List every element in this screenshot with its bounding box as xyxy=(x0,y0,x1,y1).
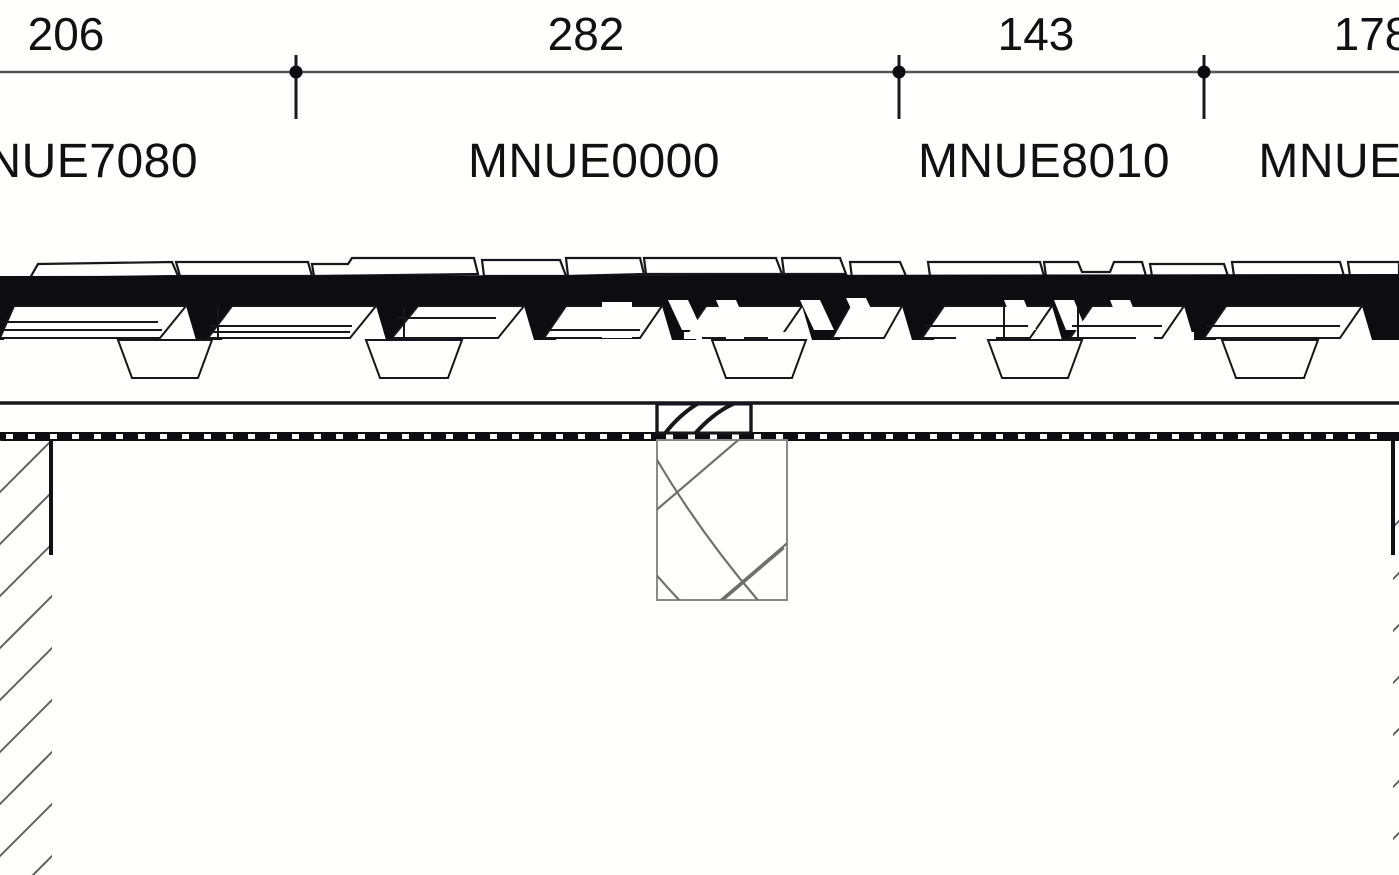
dimension-value-282: 282 xyxy=(548,8,625,60)
component-tag-mnue0000: MNUE0000 xyxy=(468,135,720,188)
hatch-stroke xyxy=(0,542,52,598)
cap-strip xyxy=(642,256,784,276)
dimension-tick-dot xyxy=(289,65,303,79)
hatch-stroke xyxy=(0,750,52,806)
hatch-stroke xyxy=(0,802,52,858)
hatch-stroke xyxy=(0,698,52,754)
slab-band-fill xyxy=(0,432,1399,441)
notch-dash xyxy=(726,332,744,339)
hatch-stroke xyxy=(721,547,785,600)
section-fill-body xyxy=(0,274,1399,340)
dimension-value-178: 178 xyxy=(1334,8,1399,60)
cap-strip xyxy=(480,258,568,278)
hatch-stroke-curve xyxy=(657,573,681,600)
drop-trapezoid xyxy=(116,339,214,379)
notch-void xyxy=(716,300,748,328)
drop-trapezoid xyxy=(986,339,1084,379)
notch-void xyxy=(1110,300,1142,330)
notch-void xyxy=(846,298,880,328)
hatched-block-strokes xyxy=(657,440,787,600)
slab-dash-band xyxy=(0,432,1399,441)
notch-void xyxy=(668,300,702,330)
void-trapezoid xyxy=(1202,305,1364,339)
dimension-value-206: 206 xyxy=(28,8,105,60)
hatch-stroke xyxy=(0,490,52,546)
cap-hatch-curve xyxy=(693,404,739,432)
cap-strip xyxy=(174,260,314,278)
hatched-block-outline xyxy=(656,439,788,601)
hatch-stroke-curve xyxy=(657,457,760,600)
cap-strip xyxy=(1346,260,1399,278)
cap-strip xyxy=(1148,262,1230,278)
left-wall-hatch xyxy=(0,440,53,875)
void-detail-lines xyxy=(0,306,1340,338)
dimension-value-143: 143 xyxy=(998,8,1075,60)
cap-strip xyxy=(564,256,646,278)
notch-void xyxy=(1004,300,1036,330)
dimension-tick-dot xyxy=(1197,65,1211,79)
drop-trapezoid xyxy=(1220,339,1320,379)
notch-dash xyxy=(684,332,702,339)
cap-strip xyxy=(1230,260,1346,278)
notch-dash xyxy=(1176,332,1194,339)
cap-strip xyxy=(28,260,180,280)
hatch-stroke xyxy=(0,594,52,650)
void-trapezoid xyxy=(206,305,379,339)
dimension-chain: 206 282 143 178 MNUE7080 MNUE0000 MNUE80… xyxy=(0,8,1399,188)
drop-trapezoid xyxy=(364,339,464,379)
right-wall-hatch xyxy=(1391,440,1399,841)
hatch-stroke xyxy=(0,646,52,702)
component-tags: MNUE7080 MNUE0000 MNUE8010 MNUE xyxy=(0,135,1399,188)
hatched-cap-strokes xyxy=(663,404,739,432)
section-profile-assembly xyxy=(0,256,1399,379)
hatched-detail-block xyxy=(655,402,788,601)
dimension-values: 206 282 143 178 xyxy=(28,8,1399,60)
slab-band-gaps xyxy=(6,434,1377,439)
component-tag-mnue-clipped: MNUE xyxy=(1258,135,1399,188)
notch-dash xyxy=(1136,332,1154,339)
dimension-ticks xyxy=(289,55,1211,119)
drop-trapezoid xyxy=(710,339,808,379)
hatch-stroke xyxy=(0,440,52,494)
component-tag-mnue8010: MNUE8010 xyxy=(918,135,1170,188)
component-tag-mnue7080: MNUE7080 xyxy=(0,135,198,188)
hatched-cap-outline xyxy=(655,402,753,435)
notch-void xyxy=(800,300,834,330)
notch-dash xyxy=(956,334,996,339)
cap-strip xyxy=(926,260,1046,278)
notch-dash xyxy=(768,332,786,339)
cap-hatch-curve xyxy=(663,404,702,432)
lower-outline-trapezoids xyxy=(116,339,1320,379)
dimension-tick-dot xyxy=(892,65,906,79)
hatch-stroke xyxy=(657,440,740,511)
cap-strip xyxy=(780,256,848,276)
void-trapezoid xyxy=(389,305,527,339)
notch-void xyxy=(602,302,632,338)
